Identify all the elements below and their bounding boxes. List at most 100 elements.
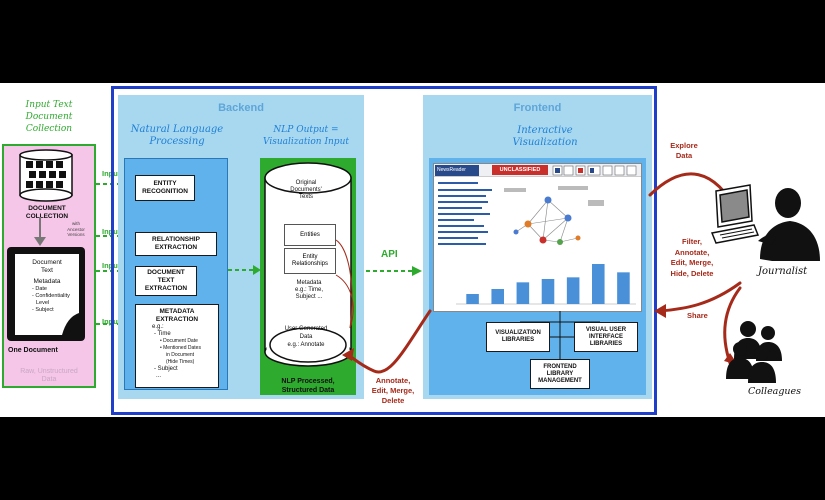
lib-line: INTERFACE (588, 333, 623, 340)
annotate-line: Delete (381, 396, 405, 405)
journalist-label: Journalist (758, 266, 808, 277)
doc-field: Metadata (33, 278, 61, 285)
document-collection-label: DOCUMENT COLLECTION (14, 205, 80, 221)
note-line: Ancestor (67, 226, 85, 232)
cyl-line: Original (295, 180, 317, 186)
filter-line: Annotate, (674, 247, 710, 257)
visual-ui-libraries-box: VISUAL USER INTERFACE LIBRARIES (574, 322, 638, 352)
chart-bar (541, 279, 555, 304)
iv-title: Interactive Visualization (470, 125, 620, 149)
filter-label: Filter, Annotate, Edit, Merge, Hide, Del… (664, 237, 720, 279)
nlp-processed-label: NLP Processed, Structured Data (258, 377, 358, 395)
doc-field: Document (32, 259, 62, 266)
cyl-entities-label: Entities (300, 232, 320, 238)
input-collection-title: Input Text Document Collection (6, 99, 92, 135)
app-network-graph (504, 186, 604, 245)
nlp-output-title: NLP Output = Visualization Input (248, 124, 364, 148)
cyl-line: e.g.: Time, (294, 287, 323, 293)
lib-line: LIBRARIES (501, 337, 535, 343)
filter-line: Hide, Delete (670, 268, 714, 278)
annotate-label: Annotate, Edit, Merge, Delete (361, 376, 425, 406)
doc-field: - Date (32, 286, 47, 292)
meta-line: • Mentioned Dates (160, 345, 201, 351)
cyl-original-docs: Original Documents' Texts (272, 180, 340, 201)
filter-line: Filter, (681, 237, 702, 246)
chart-bar (491, 289, 504, 304)
cyl-line: Documents' (290, 187, 322, 193)
journalist-icon (710, 184, 820, 261)
box-line: DOCUMENT (147, 269, 185, 276)
document-text-extraction-box: DOCUMENT TEXT EXTRACTION (135, 266, 197, 296)
box-line: METADATA (159, 308, 195, 315)
one-document-label: One Document (8, 347, 58, 354)
cyl-line: Subject ... (295, 294, 323, 300)
raw-data-label: Raw, Unstructured Data (6, 368, 92, 384)
lib-line: LIBRARIES (589, 340, 623, 347)
backend-title: Backend (218, 102, 264, 114)
annotate-line: Edit, Merge, (371, 386, 415, 395)
meta-line: ... (156, 373, 162, 379)
diagram-canvas: Input Text Document Collection DOCUMENT … (0, 83, 825, 417)
meta-line: e.g.: (152, 324, 164, 330)
doc-field: - Confidentiality (32, 293, 70, 299)
doc-field: - Subject (32, 307, 54, 313)
app-logo: NewsReader (435, 165, 479, 176)
meta-line: - Time (154, 331, 171, 337)
chart-bar (566, 277, 580, 304)
title-line: Collection (25, 124, 73, 134)
document-page (15, 254, 79, 335)
api-arrow (366, 266, 422, 276)
chart-bar (516, 282, 530, 304)
lib-line: MANAGEMENT (538, 377, 582, 384)
output-title-line: Visualization Input (263, 137, 349, 147)
cyl-relationships-box: Entity Relationships (284, 248, 336, 274)
lib-line: VISUALIZATION (495, 330, 541, 336)
app-document-list (438, 182, 492, 245)
lib-line: FRONTEND (543, 363, 577, 370)
frontend-library-management-box: FRONTEND LIBRARY MANAGEMENT (530, 359, 590, 389)
box-line: EXTRACTION (144, 285, 188, 292)
nlp-title-line: Natural Language (130, 124, 224, 135)
explore-data-label: Explore Data (664, 141, 704, 161)
cyl-line: Entity (302, 254, 318, 260)
chart-to-libraries-connector (520, 311, 600, 323)
app-toolbar-icons (552, 165, 637, 176)
raw-line: Raw, Unstructured (20, 368, 78, 375)
app-bar-chart (456, 264, 636, 305)
ancestor-note: with Ancestor Versions (56, 221, 96, 238)
processed-line: Structured Data (281, 387, 335, 394)
box-line: RELATIONSHIP (152, 236, 200, 243)
document-fields: Document Text Metadata - Date - Confiden… (16, 259, 78, 314)
title-line: Input Text (25, 100, 73, 110)
lib-line: VISUAL USER (585, 326, 627, 333)
relationship-extraction-box: RELATIONSHIP EXTRACTION (135, 232, 217, 256)
note-line: Versions (67, 232, 85, 237)
frontend-title: Frontend (513, 102, 562, 114)
explore-line: Data (675, 151, 693, 160)
chart-bar (592, 264, 605, 304)
feedback-arrows (335, 172, 744, 374)
chart-bar (466, 294, 479, 304)
output-title-line: NLP Output = (273, 125, 339, 135)
cyl-line: e.g.: Annotate (287, 342, 325, 348)
cyl-entities-box: Entities (284, 224, 336, 246)
annotate-line: Annotate, (375, 376, 411, 385)
lib-line: LIBRARY (546, 370, 574, 377)
cyl-line: User Generated (284, 326, 328, 332)
metadata-extraction-box: METADATA EXTRACTION e.g.: - Time • Docum… (135, 304, 219, 388)
raw-line: Data (41, 376, 57, 383)
box-line: TEXT (157, 277, 175, 284)
iv-title-line: Visualization (512, 137, 578, 148)
doc-field: Text (41, 267, 53, 274)
colleagues-label: Colleagues (748, 386, 802, 397)
box-line: EXTRACTION (155, 316, 199, 323)
iv-title-line: Interactive (517, 125, 573, 136)
api-label: API (381, 249, 398, 260)
share-label: Share (687, 311, 708, 320)
cyl-line: Relationships (291, 261, 329, 267)
system-frame (111, 86, 657, 415)
collection-to-document-arrow (34, 217, 46, 246)
chart-bar (617, 272, 630, 304)
visualization-libraries-box: VISUALIZATION LIBRARIES (486, 322, 550, 352)
meta-line: - Subject (154, 366, 178, 372)
